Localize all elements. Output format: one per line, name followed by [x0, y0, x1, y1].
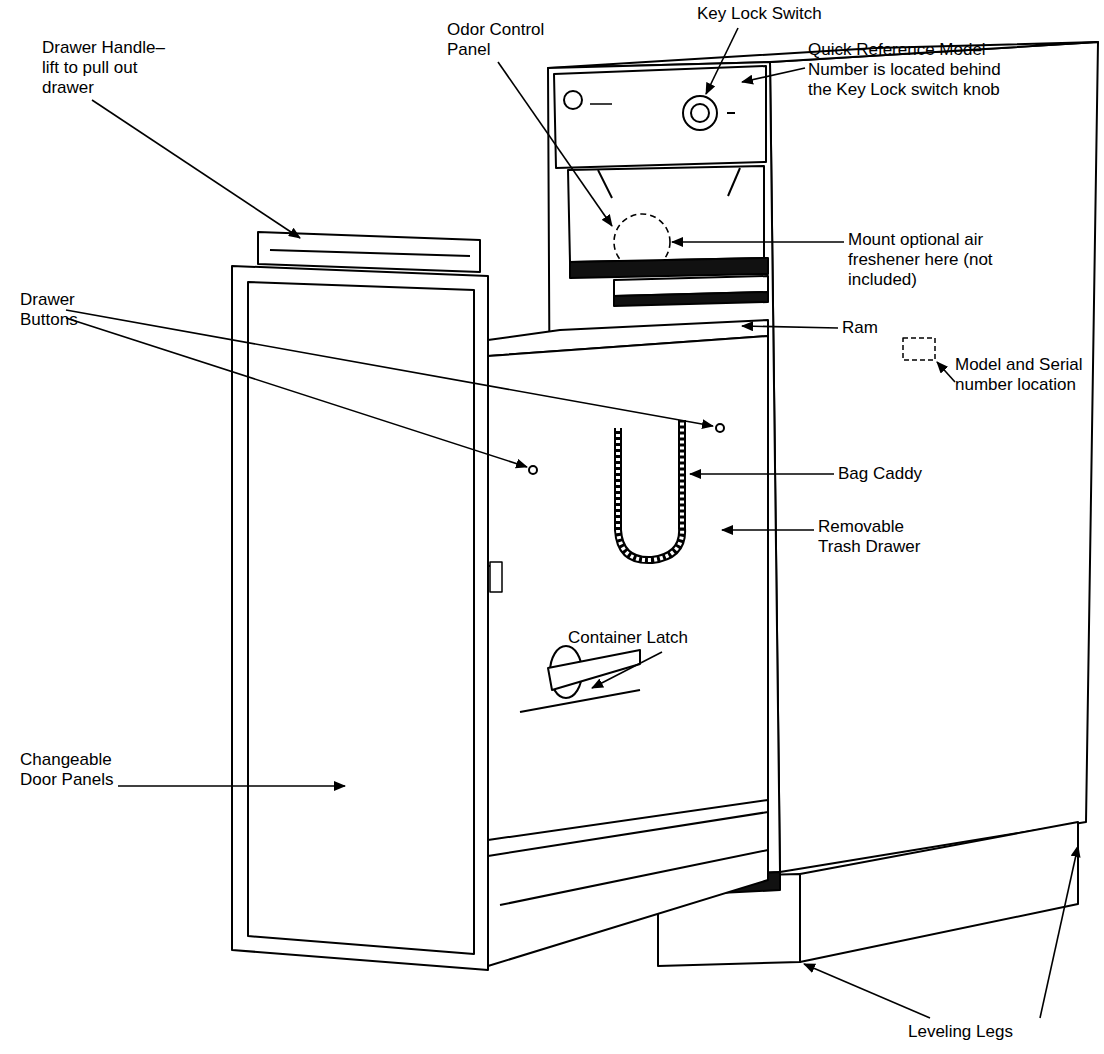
leader-line: [722, 529, 814, 531]
door-panel: [232, 266, 488, 970]
part-label: Leveling Legs: [908, 1022, 1098, 1042]
part-label: Ram: [842, 318, 922, 338]
drawer-rail: [488, 800, 768, 856]
leader-line: [1040, 846, 1078, 1018]
leader-line: [672, 241, 844, 243]
latch-rod: [520, 690, 640, 712]
key-lock-inner: [691, 104, 709, 122]
part-label: Odor Control Panel: [447, 20, 557, 60]
leader-line: [118, 785, 345, 787]
ram-band: [570, 258, 768, 278]
drawer-side: [488, 336, 768, 966]
leader-line: [804, 964, 930, 1018]
container-latch: [520, 646, 640, 712]
bag-caddy: [618, 420, 682, 560]
drawer-bottom-lip: [500, 850, 768, 905]
leader-line: [690, 473, 834, 475]
part-label: Drawer Buttons: [20, 290, 100, 330]
part-label: Changeable Door Panels: [20, 750, 125, 790]
leader-line: [706, 28, 738, 94]
cabinet-side: [770, 42, 1098, 872]
part-label: Mount optional air freshener here (not i…: [848, 230, 1013, 290]
drawer-button: [716, 424, 724, 432]
leader-line: [66, 310, 713, 426]
part-label: Container Latch: [568, 628, 768, 648]
part-label: Model and Serial number location: [955, 355, 1085, 395]
door-panel-inset: [248, 282, 474, 954]
leader-line: [92, 100, 300, 238]
door-hinge: [490, 562, 502, 592]
leader-line: [66, 318, 527, 467]
panel-badge: [564, 91, 582, 109]
part-label: Bag Caddy: [838, 464, 978, 484]
drawer-button: [529, 466, 537, 474]
plinth-side: [800, 822, 1078, 962]
part-label: Key Lock Switch: [697, 4, 897, 24]
leader-line: [937, 362, 955, 382]
panel-logo: [590, 103, 612, 105]
key-lock-tick: [727, 112, 735, 114]
leader-line: [742, 326, 838, 328]
leader-line: [498, 62, 612, 226]
key-lock-panel: [554, 66, 766, 168]
handle-lip: [270, 250, 470, 256]
leader-line: [742, 68, 805, 82]
serial-plate-location: [903, 338, 935, 360]
leader-line: [592, 652, 662, 688]
panel-clip: [728, 168, 740, 196]
panel-clip: [598, 170, 612, 198]
drawer-handle: [258, 232, 480, 272]
key-lock-knob: [683, 96, 717, 130]
part-label: Drawer Handle– lift to pull out drawer: [42, 38, 182, 98]
part-label: Removable Trash Drawer: [818, 517, 938, 557]
ram-shadow: [614, 292, 768, 306]
bag-caddy-inner: [618, 420, 682, 560]
part-label: Quick Reference Model Number is located …: [808, 40, 1023, 100]
